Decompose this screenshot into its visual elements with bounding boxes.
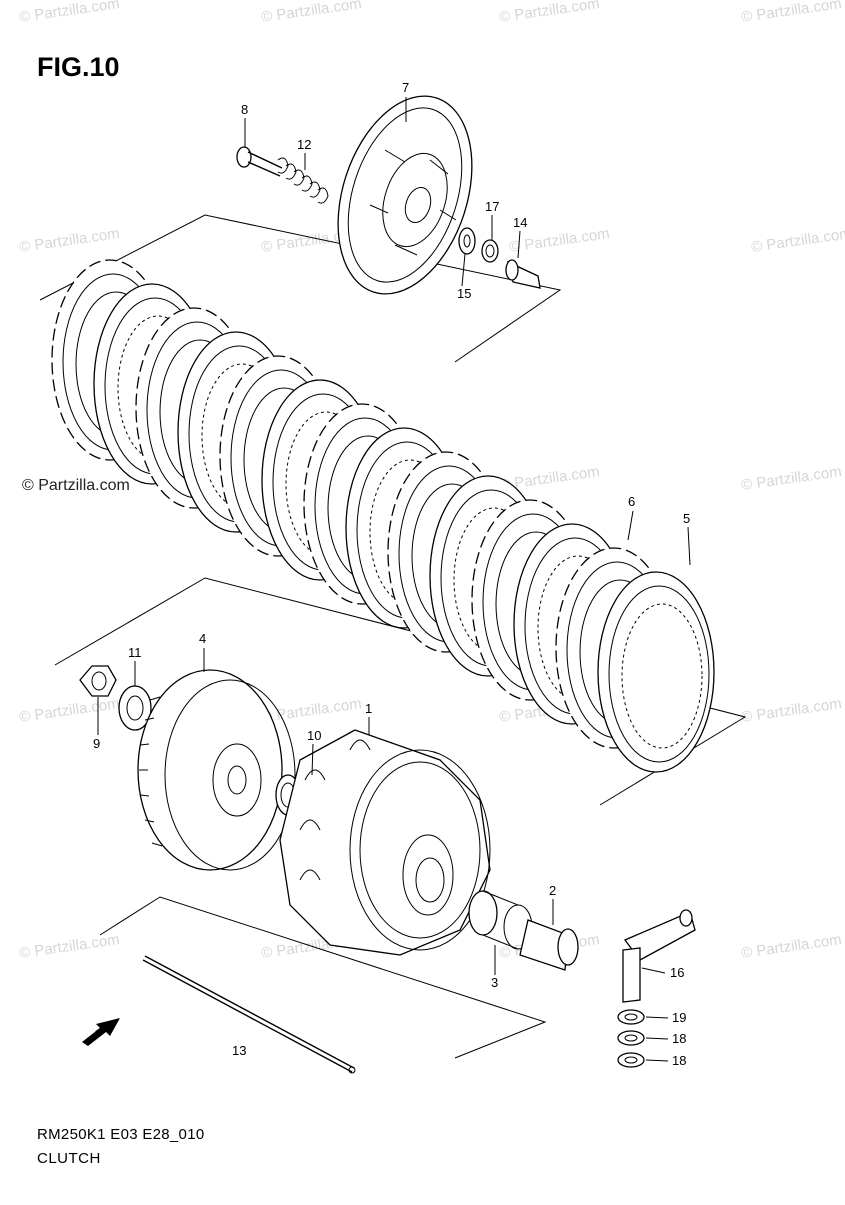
- callout-leaders: [97, 97, 691, 1062]
- watermark-text: © Partzilla.com: [18, 225, 120, 256]
- callout-labels: 8 12 7 17 14 15 6 5 11 4 9 10 1 2 3 16 1…: [93, 80, 690, 1068]
- model-code: RM250K1 E03 E28_010: [37, 1126, 205, 1143]
- leader-line: [687, 526, 691, 566]
- watermark-text: © Partzilla.com: [740, 463, 842, 494]
- watermark-text: © Partzilla.com: [498, 0, 600, 26]
- leader-line: [517, 230, 521, 259]
- push-rod: [142, 955, 356, 1074]
- driven-plate: [597, 571, 715, 773]
- watermark-text: © Partzilla.com: [740, 931, 842, 962]
- callout-4: 4: [199, 631, 206, 646]
- callout-16: 16: [670, 965, 684, 980]
- callout-14: 14: [513, 215, 527, 230]
- callout-6: 6: [628, 494, 635, 509]
- callout-7: 7: [402, 80, 409, 95]
- callout-13: 13: [232, 1043, 246, 1058]
- section-name: CLUTCH: [37, 1150, 101, 1167]
- bearing-and-spacer: [468, 890, 579, 971]
- callout-11: 11: [128, 645, 142, 660]
- watermark-text: © Partzilla.com: [18, 695, 120, 726]
- watermark-text: © Partzilla.com: [740, 695, 842, 726]
- nut-and-washer: [79, 665, 152, 731]
- leader-line: [645, 1016, 669, 1019]
- watermark-primary: © Partzilla.com: [22, 477, 130, 494]
- callout-15: 15: [457, 286, 471, 301]
- figure-title: FIG.10: [37, 52, 120, 82]
- callout-17: 17: [485, 199, 499, 214]
- leader-line: [627, 510, 634, 541]
- callout-18-upper: 18: [672, 1031, 686, 1046]
- callout-19: 19: [672, 1010, 686, 1025]
- forward-arrow-icon: FWD: [82, 1018, 120, 1046]
- callout-9: 9: [93, 736, 100, 751]
- bolt-and-spring-group: [236, 146, 541, 289]
- leader-line: [641, 967, 666, 974]
- leader-line: [645, 1037, 669, 1040]
- pressure-plate: [337, 95, 473, 295]
- clutch-plate-stack: [51, 259, 715, 773]
- watermark-text: © Partzilla.com: [18, 0, 120, 26]
- watermark-text: © Partzilla.com: [18, 931, 120, 962]
- callout-8: 8: [241, 102, 248, 117]
- callout-5: 5: [683, 511, 690, 526]
- watermark-text: © Partzilla.com: [740, 0, 842, 26]
- leader-line: [311, 743, 314, 776]
- callout-1: 1: [365, 701, 372, 716]
- watermark-text: © Partzilla.com: [750, 225, 845, 256]
- callout-12: 12: [297, 137, 311, 152]
- leader-line: [461, 253, 466, 287]
- watermark-text: © Partzilla.com: [260, 695, 362, 726]
- callout-2: 2: [549, 883, 556, 898]
- callout-10: 10: [307, 728, 321, 743]
- release-shaft-group: [617, 909, 696, 1068]
- shaft-outline: [99, 896, 547, 1059]
- clutch-housing: [279, 729, 491, 956]
- clutch-hub: [137, 669, 301, 871]
- leader-line: [645, 1059, 669, 1062]
- callout-3: 3: [491, 975, 498, 990]
- watermark-text: © Partzilla.com: [260, 0, 362, 26]
- callout-18-lower: 18: [672, 1053, 686, 1068]
